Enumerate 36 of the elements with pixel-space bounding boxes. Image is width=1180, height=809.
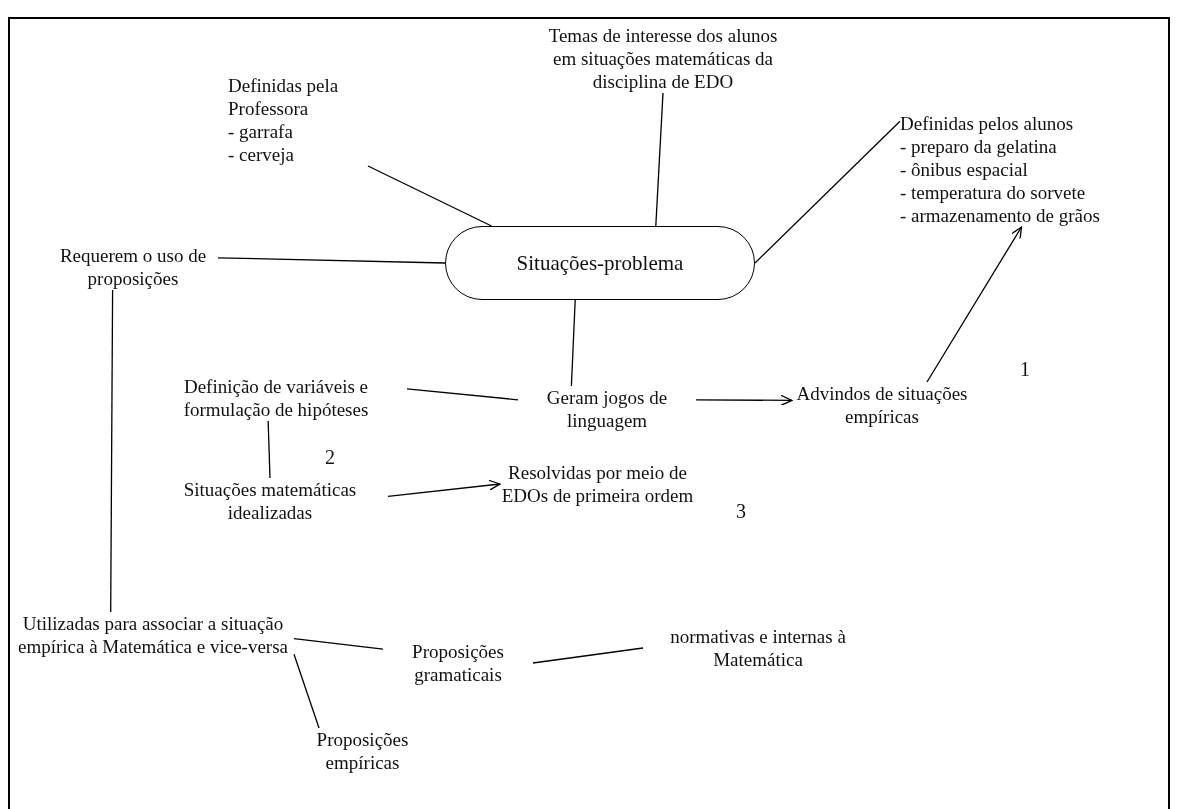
list-item: - temperatura do sorvete bbox=[900, 181, 1087, 204]
connector-line bbox=[406, 388, 519, 401]
arrow bbox=[387, 479, 501, 498]
node-text: Resolvidas por meio de EDOs de primeira ordem bbox=[500, 461, 695, 507]
callout-number: 3 bbox=[736, 500, 746, 523]
connector-line bbox=[293, 653, 320, 729]
connector-line bbox=[532, 647, 644, 664]
node-text: Proposições gramaticais bbox=[383, 640, 533, 686]
callout-number: 2 bbox=[325, 446, 335, 469]
node-heading: Definidas pela Professora bbox=[228, 74, 340, 120]
connector-line bbox=[754, 120, 901, 264]
node-heading: Definidas pelos alunos bbox=[900, 112, 1075, 135]
node-text: normativas e internas à Matemática bbox=[643, 625, 873, 671]
node-text: Requerem o uso de proposições bbox=[48, 244, 218, 290]
node-text: Temas de interesse dos alunos em situações matemáticas da disciplina de EDO bbox=[548, 24, 778, 93]
arrow bbox=[926, 226, 1023, 383]
connector-line bbox=[570, 299, 576, 387]
list-item: - garrafa bbox=[228, 120, 294, 143]
node-text: Utilizadas para associar a situação empírica à Matemática e vice-versa bbox=[12, 612, 294, 658]
node-text: Situações matemáticas idealizadas bbox=[152, 478, 388, 524]
list-item: - preparo da gelatina bbox=[900, 135, 1058, 158]
list-item: - ônibus espacial bbox=[900, 158, 1029, 181]
connector-line bbox=[293, 638, 384, 650]
connector-line bbox=[367, 165, 493, 227]
connector-line bbox=[267, 420, 271, 479]
connector-line bbox=[655, 92, 664, 227]
connector-line bbox=[110, 289, 114, 613]
node-text: Definição de variáveis e formulação de hipóteses bbox=[145, 375, 407, 421]
callout-number: 1 bbox=[1020, 358, 1030, 381]
list-item: - cerveja bbox=[228, 143, 295, 166]
node-text: Advindos de situações empíricas bbox=[792, 382, 972, 428]
node-text: Proposições empíricas bbox=[290, 728, 435, 774]
node-text: Geram jogos de linguagem bbox=[518, 386, 696, 432]
list-item: - armazenamento de grãos bbox=[900, 204, 1101, 227]
arrow bbox=[695, 394, 793, 406]
connector-line bbox=[217, 257, 446, 264]
